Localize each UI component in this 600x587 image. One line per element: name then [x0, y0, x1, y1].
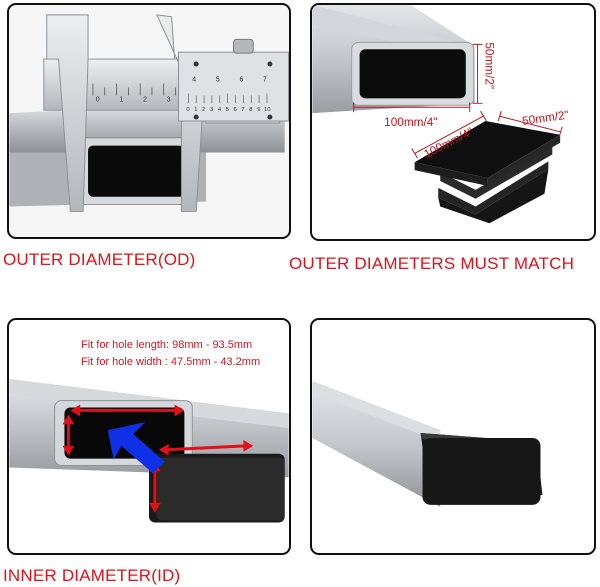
vernier-label: 1 [194, 107, 197, 113]
panel-capped-tube [310, 318, 596, 555]
vernier-label: 8 [249, 107, 253, 113]
scale-label: 0 [96, 96, 100, 103]
vernier-label: 6 [234, 107, 238, 113]
insert-arrow-icon [107, 422, 165, 474]
vernier-label: 9 [257, 107, 260, 113]
panel-inner-diameter [7, 318, 291, 555]
scale-label: 5 [216, 77, 220, 84]
vernier-label: 2 [202, 107, 205, 113]
scale-label: 3 [167, 96, 171, 103]
caliper-drawing: 0 1 2 3 4 5 6 7 0 1 2 3 4 5 6 7 8 [9, 14, 289, 212]
fit-hole-length: Fit for hole length: 98mm - 93.5mm [81, 339, 253, 351]
tube-insert-drawing [9, 378, 289, 523]
capped-tube-drawing [312, 380, 543, 507]
tube-height-label: 50mm/2" [482, 42, 495, 89]
panel-outer-diameter: 0 1 2 3 4 5 6 7 0 1 2 3 4 5 6 7 8 [7, 3, 291, 239]
vernier-label: 0 [186, 107, 190, 113]
tube-width-label: 100mm/4" [384, 116, 437, 129]
tube-and-cap-drawing: 50mm/2" 100mm/4" 100mm/4" 50mm/2" [312, 5, 570, 224]
scale-label: 1 [120, 96, 124, 103]
scale-label: 7 [263, 77, 267, 84]
scale-label: 4 [192, 77, 196, 84]
end-cap-plug-drawing [149, 453, 285, 523]
vernier-label: 7 [241, 107, 244, 113]
vernier-label: 4 [218, 107, 222, 113]
scale-label: 2 [143, 96, 147, 103]
caption-outer-diameters-match: OUTER DIAMETERS MUST MATCH [289, 254, 575, 273]
cap-width-label: 50mm/2" [521, 109, 569, 128]
end-cap-plug-drawing [414, 121, 561, 224]
fit-hole-width: Fit for hole width : 47.5mm - 43.2mm [81, 356, 261, 368]
vernier-label: 10 [264, 107, 271, 113]
scale-label: 6 [239, 77, 243, 84]
panel-outer-diameters-match: 50mm/2" 100mm/4" 100mm/4" 50mm/2" [310, 3, 596, 241]
end-cap-plug-drawing [420, 433, 543, 505]
caption-inner-diameter: INNER DIAMETER(ID) [3, 566, 181, 585]
caption-outer-diameter: OUTER DIAMETER(OD) [3, 250, 196, 269]
vernier-label: 5 [226, 107, 230, 113]
vernier-label: 3 [210, 107, 214, 113]
